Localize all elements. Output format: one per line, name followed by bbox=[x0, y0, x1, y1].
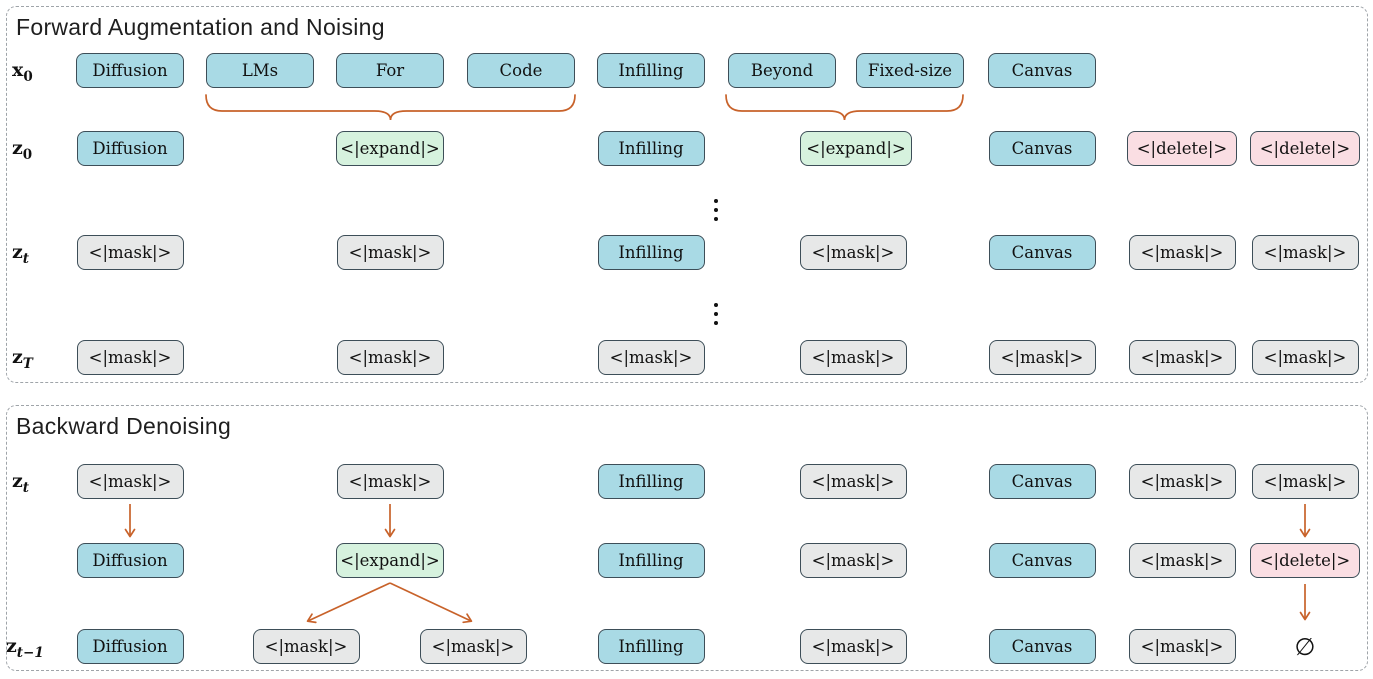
token-box: <|mask|> bbox=[1128, 464, 1236, 499]
token-box: <|mask|> bbox=[336, 235, 444, 270]
token-box: <|expand|> bbox=[336, 543, 444, 578]
token-box: Canvas bbox=[988, 131, 1096, 166]
token-box: Canvas bbox=[988, 543, 1096, 578]
token-box: <|delete|> bbox=[1250, 131, 1360, 166]
backward-panel-title: Backward Denoising bbox=[16, 413, 232, 439]
token-box: <|mask|> bbox=[76, 340, 184, 375]
token-box: <|mask|> bbox=[799, 464, 907, 499]
token-box: <|delete|> bbox=[1127, 131, 1237, 166]
token-box: <|mask|> bbox=[419, 629, 527, 664]
token-box: <|mask|> bbox=[1251, 340, 1359, 375]
row-label-subscript: t bbox=[22, 250, 30, 267]
token-box: For bbox=[336, 53, 444, 88]
token-box: Code bbox=[467, 53, 575, 88]
token-box: <|mask|> bbox=[988, 340, 1096, 375]
backward-denoising-panel: Backward Denoising bbox=[6, 405, 1368, 671]
token-box: Infilling bbox=[597, 543, 705, 578]
row-label-subscript: 0 bbox=[22, 146, 33, 163]
token-box: <|delete|> bbox=[1250, 543, 1360, 578]
token-box: <|mask|> bbox=[76, 464, 184, 499]
row-label-subscript: t−1 bbox=[16, 644, 44, 661]
row-label: zT bbox=[12, 345, 33, 372]
token-box: Diffusion bbox=[76, 543, 184, 578]
token-box: <|expand|> bbox=[800, 131, 912, 166]
token-box: <|mask|> bbox=[76, 235, 184, 270]
token-box: <|mask|> bbox=[1128, 340, 1236, 375]
row-label: z0 bbox=[12, 136, 33, 163]
token-box: <|mask|> bbox=[252, 629, 360, 664]
token-box: <|mask|> bbox=[799, 340, 907, 375]
row-label-subscript: t bbox=[22, 479, 30, 496]
token-box: Canvas bbox=[988, 53, 1096, 88]
token-box: <|expand|> bbox=[336, 131, 444, 166]
token-box: Infilling bbox=[597, 629, 705, 664]
token-box: <|mask|> bbox=[799, 629, 907, 664]
forward-noising-panel: Forward Augmentation and Noising bbox=[6, 6, 1368, 383]
token-box: <|mask|> bbox=[336, 340, 444, 375]
token-box: Infilling bbox=[597, 53, 705, 88]
row-label-base: z bbox=[6, 635, 17, 657]
token-box: Infilling bbox=[597, 131, 705, 166]
vertical-ellipsis bbox=[714, 199, 718, 221]
row-label-base: z bbox=[12, 137, 23, 159]
token-box: Beyond bbox=[728, 53, 836, 88]
token-box: Fixed-size bbox=[856, 53, 964, 88]
token-box: <|mask|> bbox=[1251, 464, 1359, 499]
token-box: <|mask|> bbox=[1128, 543, 1236, 578]
row-label-base: x bbox=[12, 59, 24, 81]
forward-panel-title: Forward Augmentation and Noising bbox=[16, 14, 385, 40]
empty-set-symbol: ∅ bbox=[1294, 632, 1316, 661]
token-box: <|mask|> bbox=[799, 543, 907, 578]
token-box: <|mask|> bbox=[1128, 235, 1236, 270]
token-box: Diffusion bbox=[76, 629, 184, 664]
token-box: Canvas bbox=[988, 235, 1096, 270]
token-box: Infilling bbox=[597, 464, 705, 499]
token-box: <|mask|> bbox=[1128, 629, 1236, 664]
row-label-subscript: 0 bbox=[23, 68, 33, 85]
token-box: Infilling bbox=[597, 235, 705, 270]
row-label: x0 bbox=[12, 58, 33, 85]
token-box: <|mask|> bbox=[336, 464, 444, 499]
token-box: <|mask|> bbox=[799, 235, 907, 270]
token-box: Canvas bbox=[988, 464, 1096, 499]
token-box: LMs bbox=[206, 53, 314, 88]
row-label: zt bbox=[12, 469, 30, 496]
row-label-base: z bbox=[12, 241, 23, 263]
token-box: Canvas bbox=[988, 629, 1096, 664]
token-box: <|mask|> bbox=[597, 340, 705, 375]
row-label-base: z bbox=[12, 346, 23, 368]
vertical-ellipsis bbox=[714, 303, 718, 325]
row-label-base: z bbox=[12, 470, 23, 492]
token-box: Diffusion bbox=[76, 131, 184, 166]
row-label: zt bbox=[12, 240, 30, 267]
row-label: zt−1 bbox=[6, 634, 44, 661]
token-box: <|mask|> bbox=[1251, 235, 1359, 270]
token-box: Diffusion bbox=[76, 53, 184, 88]
row-label-subscript: T bbox=[22, 355, 33, 372]
